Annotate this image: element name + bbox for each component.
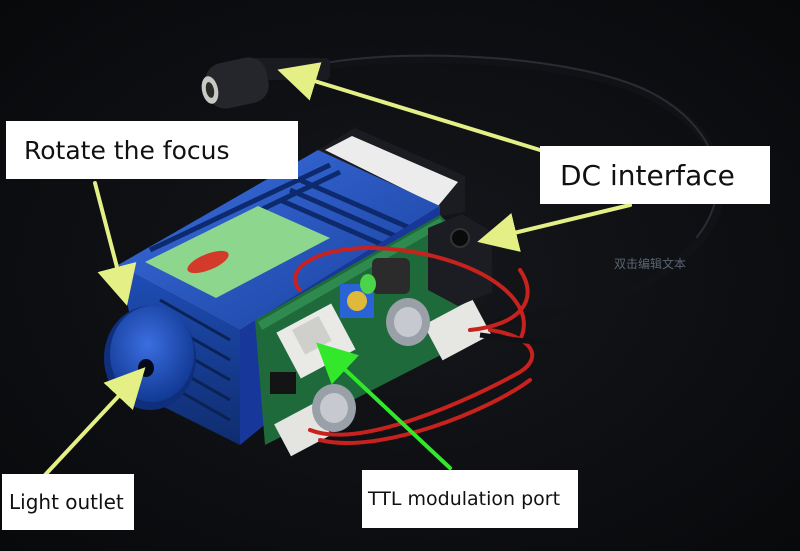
label-rotate-focus: Rotate the focus (6, 121, 298, 179)
label-light-outlet: Light outlet (2, 474, 134, 530)
black-wires (479, 332, 561, 345)
label-rotate-focus-text: Rotate the focus (24, 135, 230, 165)
driver-board (255, 215, 492, 457)
label-ttl-port: TTL modulation port (362, 470, 578, 528)
arrow-to-dc-plug (277, 62, 542, 152)
watermark-text: 双击编辑文本 (614, 257, 687, 271)
arrow-to-outlet (43, 367, 146, 477)
label-dc-interface-text: DC interface (560, 158, 735, 192)
arrow-to-dc-jack (477, 203, 632, 252)
label-ttl-port-text: TTL modulation port (368, 488, 561, 510)
label-light-outlet-text: Light outlet (9, 490, 124, 514)
label-dc-interface: DC interface (540, 146, 770, 204)
dc-jack (428, 214, 492, 306)
annotation-arrows (43, 62, 632, 477)
arrow-to-ttl (316, 342, 452, 470)
arrow-to-focus (93, 181, 137, 306)
